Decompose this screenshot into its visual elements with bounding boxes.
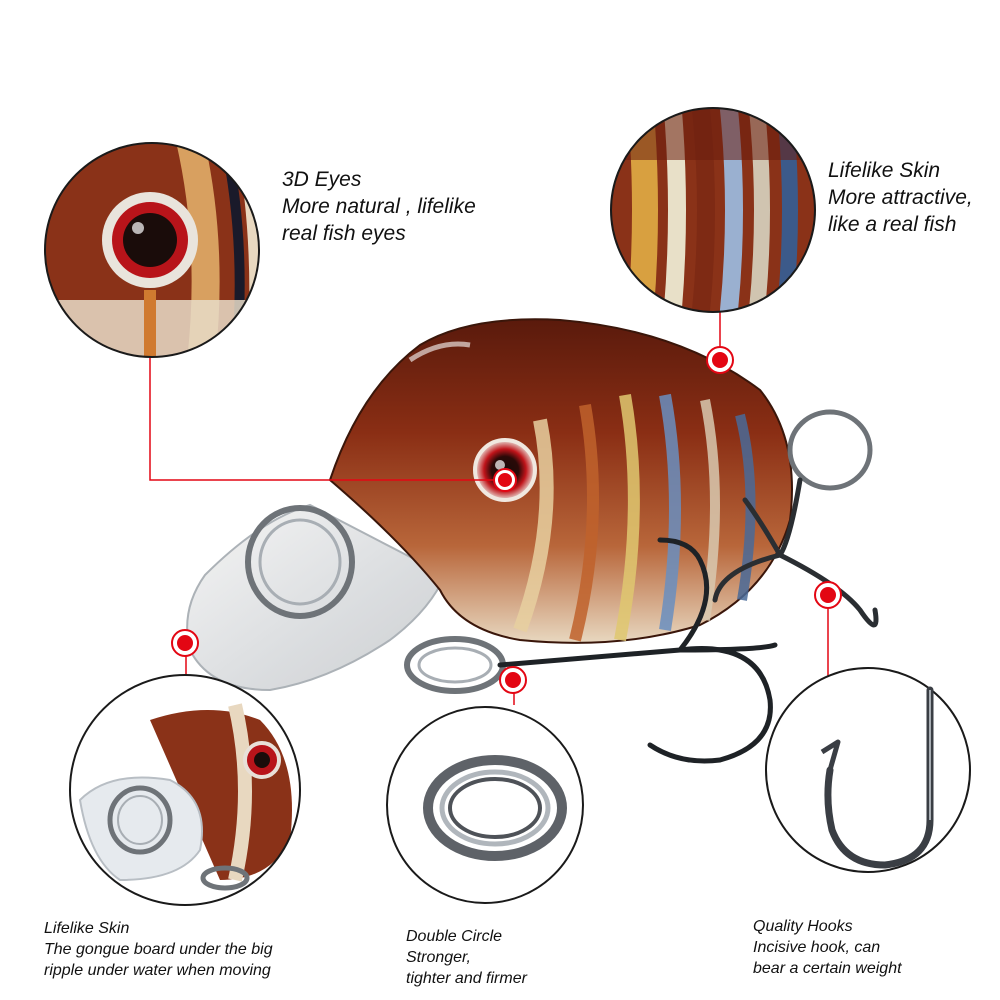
detail-circle-board [69, 674, 301, 906]
marker-hook [814, 581, 842, 609]
callout-ring-line1: Stronger, [406, 949, 471, 966]
detail-circle-skin-top [610, 107, 816, 313]
detail-circle-ring [386, 706, 584, 904]
marker-skin [706, 346, 734, 374]
tail-hook-assembly [712, 409, 879, 628]
belly-ring [404, 636, 506, 694]
marker-ring [499, 666, 527, 694]
callout-skin-top-label: Lifelike Skin More attractive, like a re… [828, 157, 973, 238]
callout-skin-bottom-title: Lifelike Skin [44, 920, 130, 937]
callout-markers [171, 346, 842, 694]
callout-skin-bottom-label: Lifelike Skin The gongue board under the… [44, 918, 273, 981]
detail-circle-hook [765, 667, 971, 873]
callout-ring-label: Double Circle Stronger, tighter and firm… [406, 926, 527, 989]
front-split-ring [245, 505, 355, 619]
callout-eyes-title: 3D Eyes [282, 168, 362, 191]
callout-hooks-line2: bear a certain weight [753, 960, 902, 977]
callout-hooks-line1: Incisive hook, can [753, 939, 881, 956]
callout-eyes-line1: More natural , lifelike [282, 195, 476, 218]
marker-lip [171, 629, 199, 657]
callout-skin-bottom-line2: ripple under water when moving [44, 962, 271, 979]
callout-skin-top-line2: like a real fish [828, 213, 957, 236]
callout-ring-line2: tighter and firmer [406, 970, 527, 987]
detail-circle-eyes [44, 142, 260, 358]
belly-treble-hook [497, 537, 778, 764]
callout-eyes-label: 3D Eyes More natural , lifelike real fis… [282, 166, 476, 247]
callout-skin-bottom-line1: The gongue board under the big [44, 941, 273, 958]
callout-skin-top-title: Lifelike Skin [828, 159, 941, 182]
callout-eyes-line2: real fish eyes [282, 222, 406, 245]
callout-hooks-label: Quality Hooks Incisive hook, can bear a … [753, 916, 902, 979]
marker-eye [493, 468, 517, 492]
callout-skin-top-line1: More attractive, [828, 186, 973, 209]
callout-ring-title: Double Circle [406, 928, 503, 945]
callout-hooks-title: Quality Hooks [753, 918, 853, 935]
lure-body [186, 318, 793, 692]
lure-stripes [513, 393, 756, 642]
